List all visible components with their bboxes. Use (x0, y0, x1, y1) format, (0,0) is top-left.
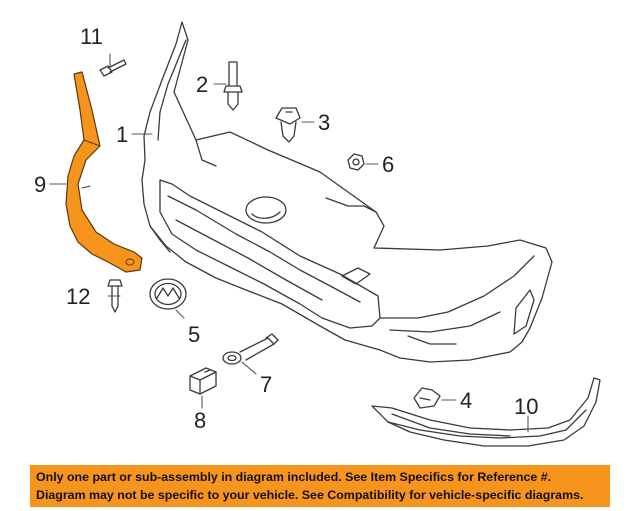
stud-bolt-part-2[interactable] (223, 61, 243, 111)
clip-part-3[interactable] (275, 107, 301, 143)
bumper-bracket-part-9[interactable] (65, 71, 143, 273)
callout-10: 10 (514, 394, 538, 419)
callout-7: 7 (260, 372, 272, 397)
bumper-cover-part-1[interactable] (141, 21, 553, 363)
callout-6: 6 (382, 152, 394, 177)
tow-hook-cover-part-7[interactable] (222, 333, 279, 365)
nut-part-6[interactable] (347, 153, 365, 171)
callout-9: 9 (34, 172, 46, 197)
bracket-part-8[interactable] (189, 367, 217, 395)
callout-3: 3 (318, 110, 330, 135)
callout-11: 11 (80, 24, 103, 49)
exploded-parts-diagram: 1 2 3 4 5 6 7 8 9 10 11 12 (34, 21, 601, 447)
retainer-part-4[interactable] (413, 387, 441, 409)
disclaimer-line-2: Diagram may not be specific to your vehi… (36, 488, 584, 502)
callout-4: 4 (460, 388, 472, 413)
callout-12: 12 (66, 284, 90, 309)
callout-5: 5 (188, 322, 200, 347)
callout-2: 2 (196, 72, 208, 97)
emblem-part-5[interactable] (149, 278, 187, 310)
disclaimer-line-1: Only one part or sub-assembly in diagram… (36, 470, 552, 484)
leader-lines (49, 53, 529, 433)
callout-1: 1 (116, 122, 128, 147)
screw-part-12[interactable] (107, 279, 123, 313)
disclaimer-banner: Only one part or sub-assembly in diagram… (30, 465, 610, 507)
callout-8: 8 (194, 408, 206, 433)
callout-labels: 1 2 3 4 5 6 7 8 9 10 11 12 (34, 24, 538, 433)
push-pin-part-11[interactable] (99, 59, 127, 77)
lower-spoiler-part-10[interactable] (371, 377, 601, 447)
